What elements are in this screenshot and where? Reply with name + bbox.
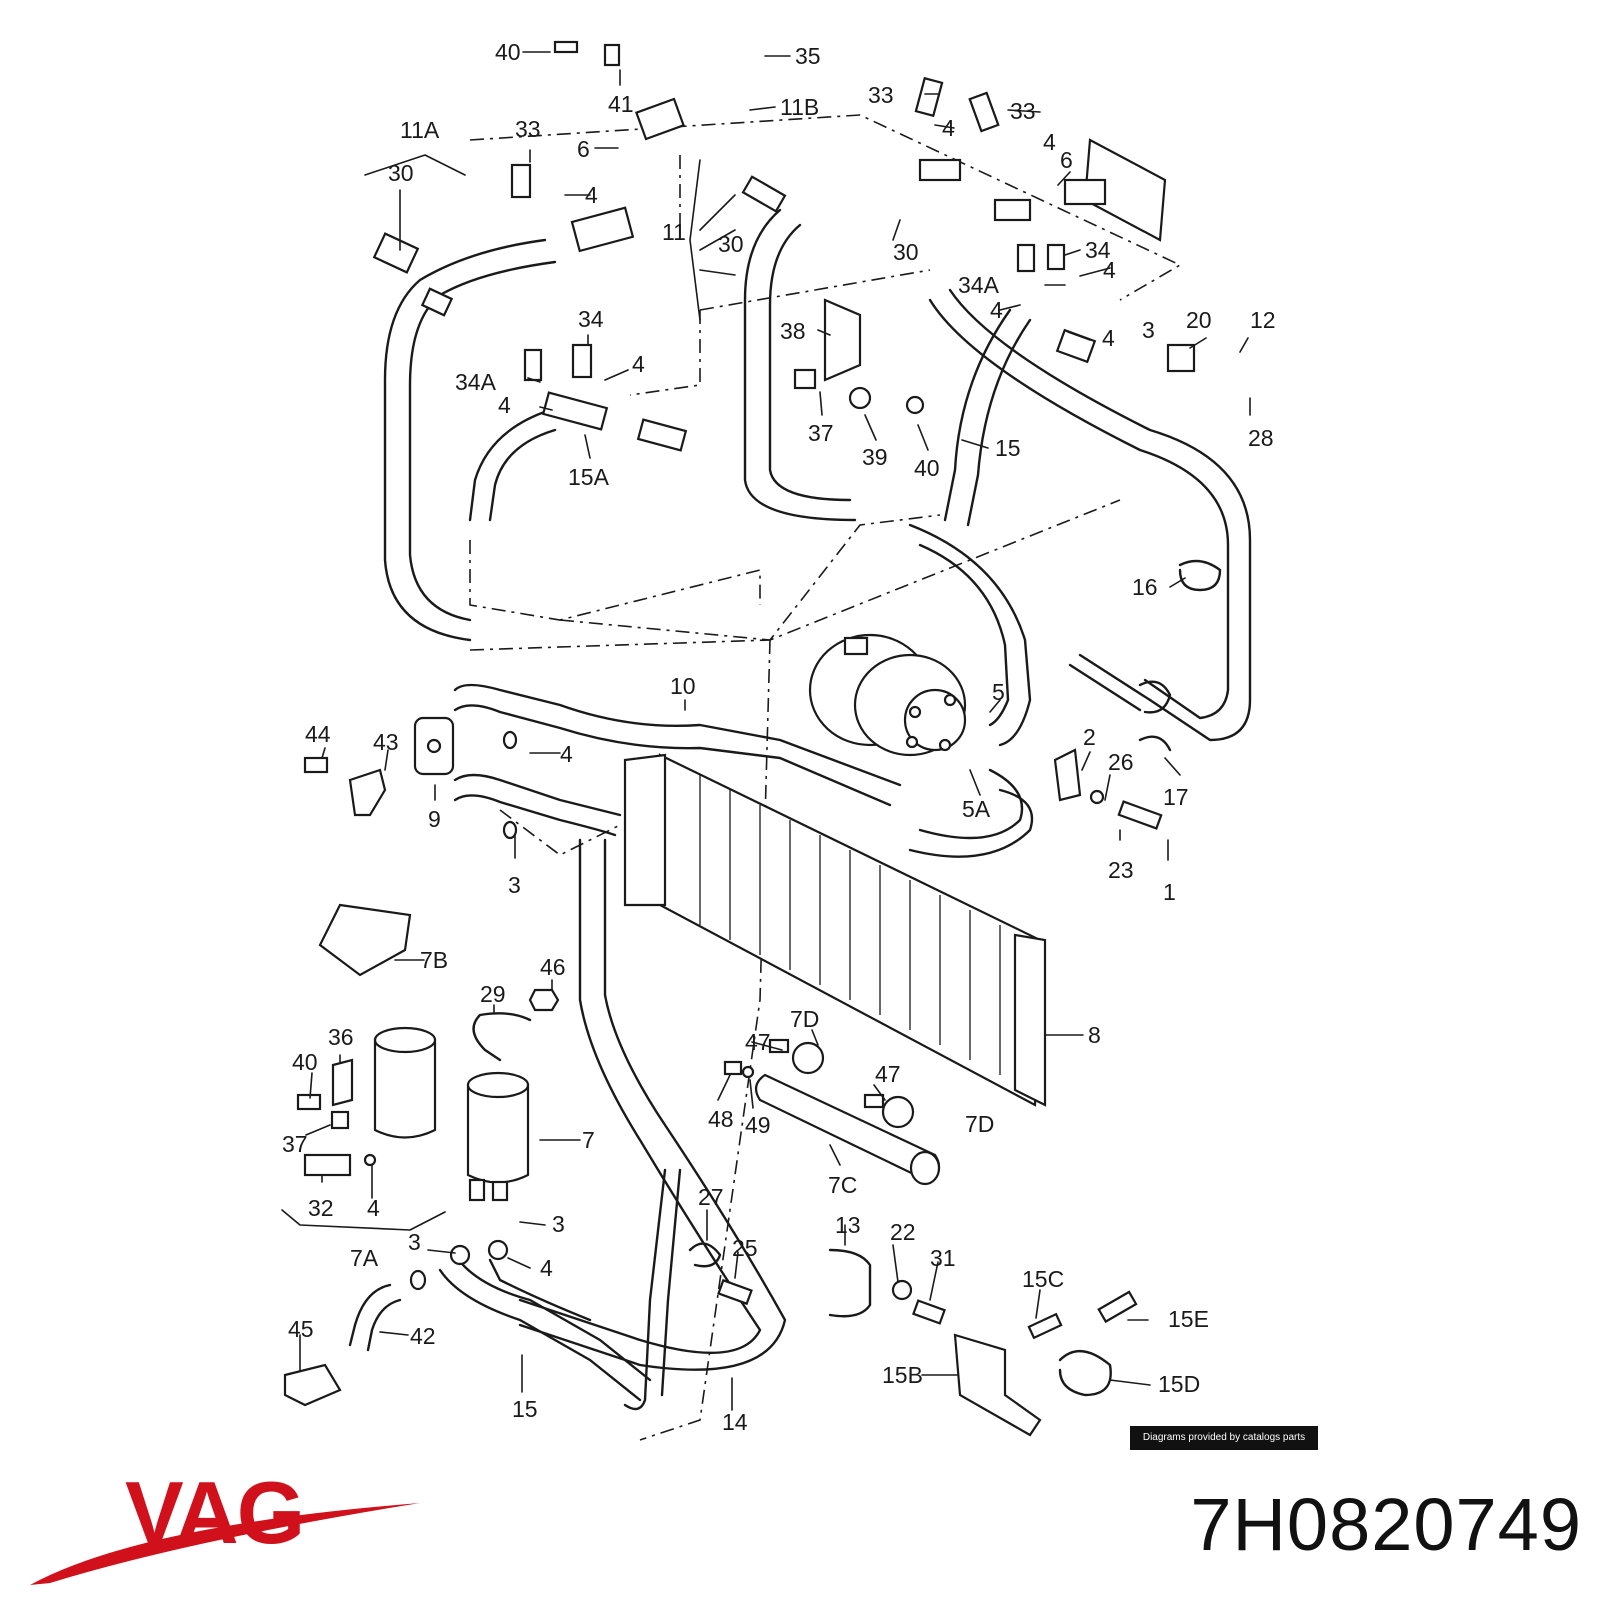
callout-22: 22: [890, 1219, 916, 1245]
callout-10: 10: [670, 673, 696, 699]
compressor: [808, 633, 967, 757]
callout-12: 12: [1250, 307, 1276, 333]
callout-15D: 15D: [1158, 1371, 1200, 1397]
callout-45: 45: [288, 1316, 314, 1342]
callout-48: 48: [708, 1106, 734, 1132]
callout-49: 49: [745, 1112, 771, 1138]
receiver-drier: [373, 1026, 530, 1202]
callout-37: 37: [808, 420, 834, 446]
callout-20: 20: [1186, 307, 1212, 333]
callout-7: 7: [582, 1127, 595, 1153]
callout-2: 2: [1083, 724, 1096, 750]
callout-7D: 7D: [790, 1006, 819, 1032]
callout-11A: 11A: [400, 117, 440, 143]
callout-33: 33: [1010, 98, 1036, 124]
callout-46: 46: [540, 954, 566, 980]
callout-4: 4: [942, 115, 955, 141]
callout-15: 15: [512, 1396, 538, 1422]
drier-tube: [754, 1073, 941, 1186]
callout-3: 3: [552, 1211, 565, 1237]
diagram-credit-badge: Diagrams provided by catalogs parts: [1130, 1426, 1318, 1450]
callout-25: 25: [732, 1235, 758, 1261]
vag-logo: VAG: [30, 1463, 420, 1585]
callout-27: 27: [698, 1184, 724, 1210]
callout-4: 4: [585, 182, 598, 208]
callout-4: 4: [1102, 325, 1115, 351]
callout-23: 23: [1108, 857, 1134, 883]
callout-40: 40: [495, 39, 521, 65]
callout-4: 4: [498, 392, 511, 418]
callout-15B: 15B: [882, 1362, 923, 1388]
callout-43: 43: [373, 729, 399, 755]
brand-name: VAG: [125, 1463, 303, 1562]
callout-34A: 34A: [455, 369, 497, 395]
callout-4: 4: [990, 297, 1003, 323]
callout-34: 34: [578, 306, 604, 332]
callout-4: 4: [632, 351, 645, 377]
callout-11B: 11B: [780, 94, 819, 120]
callout-33: 33: [515, 116, 541, 142]
fittings: [283, 40, 1222, 1437]
callout-47: 47: [875, 1061, 901, 1087]
callout-15: 15: [995, 435, 1021, 461]
callout-32: 32: [308, 1195, 334, 1221]
callout-6: 6: [1060, 147, 1073, 173]
callout-3: 3: [1142, 317, 1155, 343]
callout-37: 37: [282, 1131, 308, 1157]
callouts: 40 35 41 11B 33 4 33 4 6 11A 30 33 6 4 1…: [282, 39, 1276, 1435]
callout-15A: 15A: [568, 464, 610, 490]
callout-11: 11: [662, 219, 686, 245]
callout-31: 31: [930, 1245, 956, 1271]
callout-3: 3: [508, 872, 521, 898]
callout-26: 26: [1108, 749, 1134, 775]
callout-4: 4: [1043, 129, 1056, 155]
callout-40: 40: [292, 1049, 318, 1075]
callout-28: 28: [1248, 425, 1274, 451]
expansion-valve: [1063, 138, 1167, 242]
callout-8: 8: [1088, 1022, 1101, 1048]
callout-40: 40: [914, 455, 940, 481]
callout-16: 16: [1132, 574, 1158, 600]
callout-4: 4: [560, 741, 573, 767]
callout-4: 4: [367, 1195, 380, 1221]
callout-34: 34: [1085, 237, 1111, 263]
callout-30: 30: [718, 231, 744, 257]
callout-5: 5: [992, 679, 1005, 705]
callout-13: 13: [835, 1212, 861, 1238]
callout-7C: 7C: [828, 1172, 857, 1198]
callout-1: 1: [1163, 879, 1176, 905]
callout-36: 36: [328, 1024, 354, 1050]
callout-30: 30: [388, 160, 414, 186]
callout-9: 9: [428, 806, 441, 832]
callout-15C: 15C: [1022, 1266, 1064, 1292]
hoses: [383, 208, 1252, 1411]
callout-4: 4: [1103, 257, 1116, 283]
callout-34A: 34A: [958, 272, 1000, 298]
callout-47: 47: [745, 1029, 771, 1055]
callout-44: 44: [305, 721, 331, 747]
callout-17: 17: [1163, 784, 1189, 810]
callout-38: 38: [780, 318, 806, 344]
callout-33: 33: [868, 82, 894, 108]
leader-lines: [281, 51, 1251, 1411]
callout-7A: 7A: [350, 1245, 379, 1271]
callout-5A: 5A: [962, 796, 991, 822]
callout-39: 39: [862, 444, 888, 470]
callout-3: 3: [408, 1229, 421, 1255]
condenser: [623, 753, 1047, 1107]
callout-4: 4: [540, 1255, 553, 1281]
callout-35: 35: [795, 43, 821, 69]
callout-15E: 15E: [1168, 1306, 1209, 1332]
callout-7B: 7B: [420, 947, 448, 973]
callout-14: 14: [722, 1409, 748, 1435]
callout-6: 6: [577, 136, 590, 162]
callout-29: 29: [480, 981, 506, 1007]
callout-30: 30: [893, 239, 919, 265]
callout-42: 42: [410, 1323, 436, 1349]
callout-41: 41: [608, 91, 634, 117]
callout-7D: 7D: [965, 1111, 994, 1137]
part-number: 7H0820749: [1190, 1483, 1582, 1566]
